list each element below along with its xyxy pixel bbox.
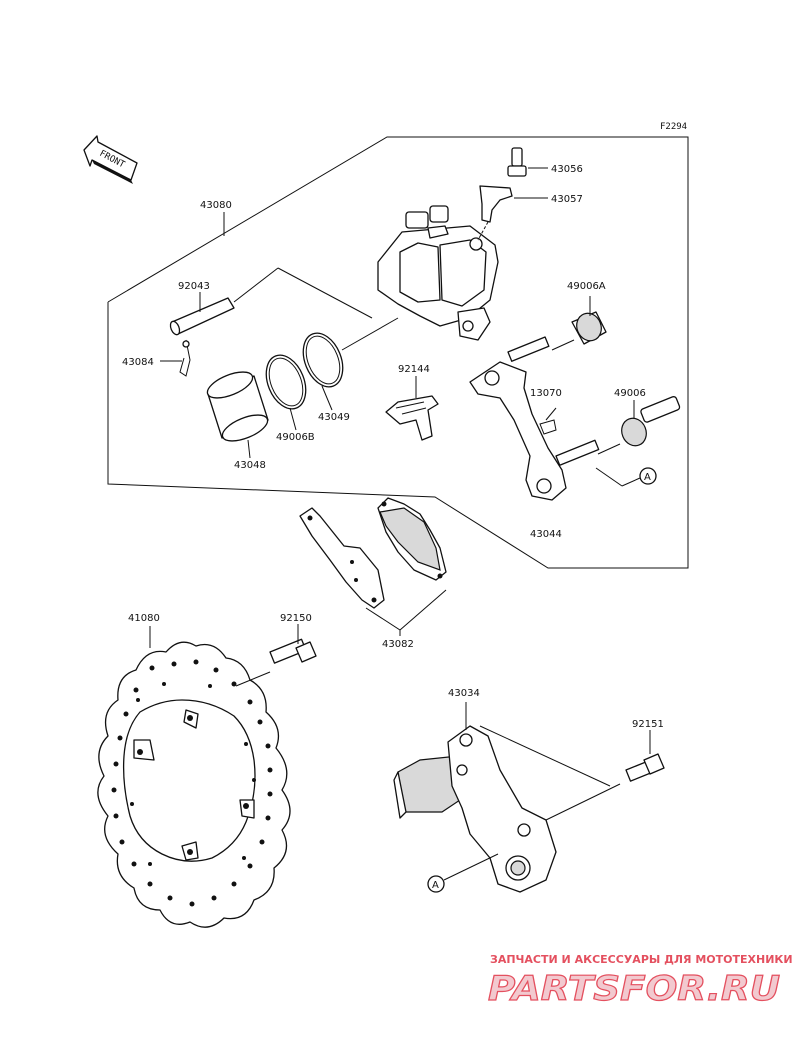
caliper-piston — [206, 371, 269, 442]
label-43057: 43057 — [551, 194, 583, 205]
label-43082: 43082 — [382, 639, 414, 650]
pin-boot-49006A — [551, 296, 607, 351]
label-49006A: 49006A — [567, 281, 606, 292]
caliper-bracket — [469, 336, 600, 501]
watermark: ЗАПЧАСТИ И АКСЕССУАРЫ ДЛЯ МОТОТЕХНИКИ PA… — [487, 953, 793, 1010]
caliper-body — [377, 205, 499, 341]
label-13070: 13070 — [530, 388, 562, 399]
torque-bracket — [393, 702, 611, 893]
disc-vent-holes — [111, 659, 273, 907]
reference-marker-upper: A — [595, 467, 657, 487]
label-92043: 92043 — [178, 281, 210, 292]
bleeder-cap — [477, 185, 548, 241]
label-43044: 43044 — [530, 529, 562, 540]
watermark-tagline: ЗАПЧАСТИ И АКСЕССУАРЫ ДЛЯ МОТОТЕХНИКИ — [490, 953, 793, 966]
label-92151: 92151 — [632, 719, 664, 730]
brake-pad-front — [377, 497, 447, 581]
disc-bolt — [235, 624, 317, 687]
ref-marker-label-upper: A — [644, 472, 651, 483]
label-43049: 43049 — [318, 412, 350, 423]
label-43056: 43056 — [551, 164, 583, 175]
watermark-brand: PARTSFOR.RU — [488, 969, 780, 1009]
callout-labels: 43056 43057 43080 92043 43084 49006A 921… — [122, 164, 664, 730]
reference-marker-lower: A — [427, 853, 499, 893]
label-43080: 43080 — [200, 200, 232, 211]
label-43048: 43048 — [234, 460, 266, 471]
pin-boot-49006 — [597, 396, 681, 455]
pad-spring — [385, 395, 439, 441]
figure-code: F2294 — [660, 122, 687, 132]
bracket-bolt — [545, 730, 665, 821]
label-49006B: 49006B — [276, 432, 315, 443]
ref-marker-label-lower: A — [432, 880, 439, 891]
label-43034: 43034 — [448, 688, 480, 699]
bleeder-valve — [507, 147, 548, 177]
dust-seal-43049 — [302, 317, 399, 388]
brake-disc — [97, 641, 291, 928]
retaining-clip — [179, 339, 191, 377]
label-49006: 49006 — [614, 388, 646, 399]
label-92144: 92144 — [398, 364, 430, 375]
brake-pad-rear — [299, 507, 385, 609]
label-92150: 92150 — [280, 613, 312, 624]
front-arrow-icon: FRONT — [83, 135, 138, 184]
label-43084: 43084 — [122, 357, 154, 368]
label-41080: 41080 — [128, 613, 160, 624]
caliper-assembly-frame — [107, 136, 689, 569]
caliper-pin — [169, 267, 373, 336]
piston-seal-49006B — [265, 354, 307, 410]
